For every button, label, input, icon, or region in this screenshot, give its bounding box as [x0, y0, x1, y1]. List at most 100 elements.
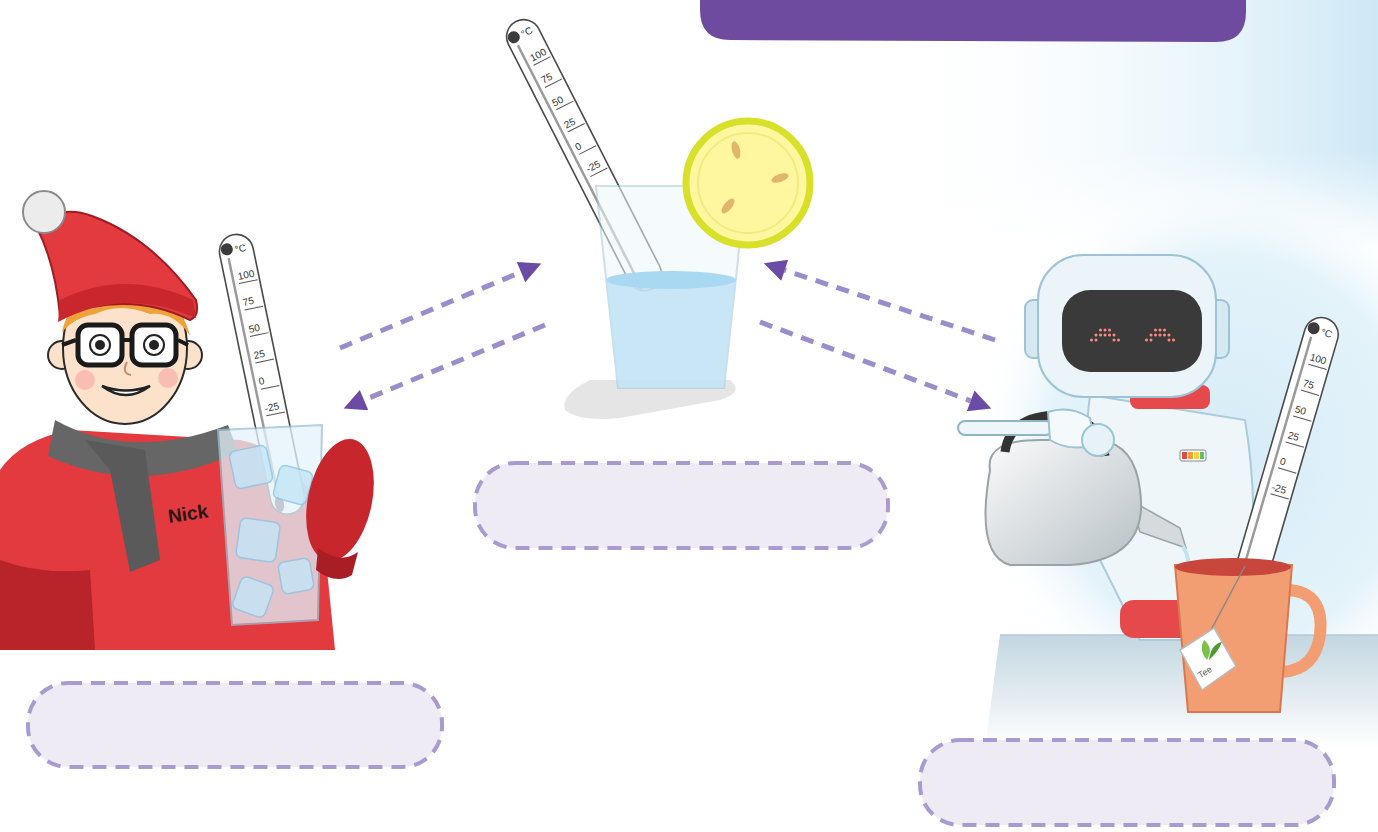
robot-figure	[1095, 339, 1098, 342]
kettle	[986, 440, 1142, 565]
robot-figure	[1099, 334, 1102, 337]
lemon-slice	[730, 140, 742, 159]
robot-figure	[1108, 334, 1111, 337]
scale-label: -25	[1271, 481, 1288, 497]
robot-figure	[1188, 452, 1193, 459]
robot-figure	[1180, 450, 1206, 461]
boy-figure	[58, 284, 196, 322]
boy-figure	[0, 560, 95, 650]
ice-glass	[277, 557, 314, 594]
boy-figure	[62, 340, 76, 345]
dashed-arrow	[364, 325, 545, 400]
kettle	[1082, 424, 1114, 456]
boy-figure	[158, 368, 178, 388]
robot-scene: °C 100 75 50 25 0 -25Tee	[995, 220, 1378, 720]
robot-figure	[1062, 290, 1202, 372]
boy-figure	[0, 191, 335, 650]
boy-figure	[78, 325, 122, 365]
tea-mug	[1175, 558, 1321, 712]
ice-glass	[235, 517, 280, 562]
robot-figure	[1154, 334, 1157, 337]
scale-label: 25	[253, 348, 266, 362]
robot-figure	[1108, 329, 1111, 332]
mitten	[296, 433, 384, 579]
boy-figure	[23, 191, 65, 233]
tea-mug	[1175, 565, 1292, 712]
robot-figure	[1163, 334, 1166, 337]
scale-label: 0	[573, 140, 583, 153]
scale-label: 25	[1286, 429, 1300, 444]
tea-mug	[1175, 558, 1291, 576]
scale-label: °C	[234, 242, 247, 256]
robot-figure	[1038, 255, 1216, 397]
thermometer	[1278, 468, 1296, 473]
lemon-slice	[686, 121, 810, 245]
boy-figure	[144, 335, 164, 355]
lemon-slice	[686, 121, 810, 245]
ice-glass	[228, 444, 273, 489]
scale-label: -25	[585, 158, 603, 175]
robot-figure	[1194, 452, 1199, 459]
scale-label: 25	[562, 115, 577, 131]
scale-label: 100	[236, 267, 255, 282]
ice-glass	[218, 425, 322, 625]
boy-scene: °C1007550250-25Nick	[0, 180, 340, 650]
thermometer	[220, 242, 234, 256]
robot-figure	[1168, 334, 1171, 337]
boy-figure	[85, 440, 160, 572]
water-glass	[606, 280, 736, 388]
lemon-slice	[770, 171, 790, 185]
scale-label: 75	[1301, 378, 1315, 393]
lemon-slice	[719, 197, 737, 216]
scale-label: 0	[258, 375, 266, 388]
dashed-arrow	[340, 272, 521, 348]
boy-figure	[125, 362, 131, 375]
dashed-arrow	[785, 270, 995, 340]
mitten	[316, 548, 358, 579]
scale-label: 50	[550, 93, 565, 109]
robot-figure	[1200, 452, 1204, 459]
robot-figure	[1172, 339, 1175, 342]
tea-mug	[1210, 566, 1245, 632]
tea-tag-label: Tee	[1196, 664, 1214, 681]
scale-label: 50	[247, 321, 260, 335]
robot-figure	[1113, 334, 1116, 337]
robot-figure	[1168, 339, 1171, 342]
answer-box	[475, 463, 888, 548]
thermometer	[1306, 321, 1321, 336]
robot-figure	[1182, 452, 1187, 459]
robot-figure	[1159, 334, 1162, 337]
tea-mug	[1180, 628, 1236, 690]
lemon-slice	[698, 133, 798, 233]
boy-figure	[149, 340, 159, 350]
answer-box	[920, 740, 1334, 825]
scale-label: 0	[1278, 455, 1287, 468]
scale-label: 50	[1293, 404, 1307, 419]
kettle	[958, 421, 1053, 435]
boy-figure	[132, 325, 176, 365]
shirt-name: Nick	[166, 499, 209, 527]
robot-figure	[1090, 339, 1093, 342]
robot-figure	[1150, 334, 1153, 337]
water-glass	[606, 271, 736, 289]
scale-label: 100	[1309, 352, 1328, 368]
tea-mug	[1202, 640, 1210, 660]
scale-label: 75	[242, 295, 255, 309]
robot-figure	[1095, 334, 1098, 337]
boy-figure	[90, 335, 110, 355]
boy-figure	[75, 370, 95, 390]
robot-figure	[1145, 339, 1148, 342]
answer-box	[28, 683, 442, 767]
tea-mug	[1209, 642, 1222, 660]
background	[880, 0, 1378, 748]
glass-scene: °C1007550250-25	[545, 15, 760, 400]
robot-figure	[1099, 329, 1102, 332]
robot-figure	[1090, 329, 1175, 342]
boy-figure	[102, 386, 150, 395]
scale-label: °C	[1319, 327, 1333, 342]
robot-figure	[1113, 339, 1116, 342]
robot-figure	[1159, 329, 1162, 332]
kettle	[958, 410, 1189, 580]
